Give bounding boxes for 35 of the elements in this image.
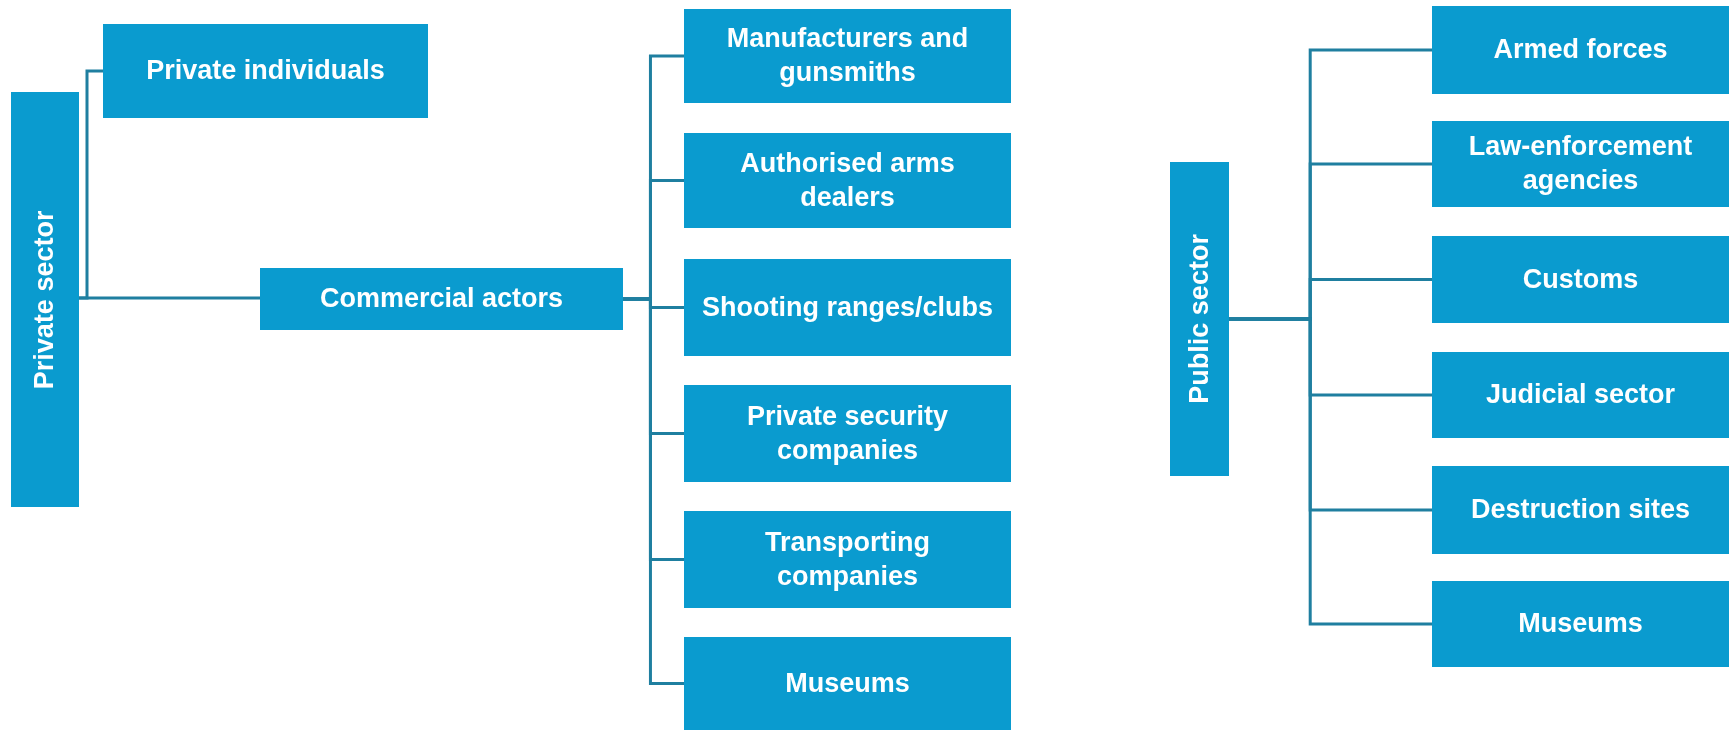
- connector-line: [79, 296, 260, 300]
- box-label: Judicial sector: [1485, 378, 1676, 412]
- box-label: Private sector: [28, 210, 61, 389]
- box-label: Public sector: [1182, 234, 1215, 404]
- box-label: Law-enforcement agencies: [1467, 130, 1694, 197]
- box-label: Private individuals: [146, 54, 385, 88]
- actor-box: [1432, 466, 1729, 554]
- actor-box: [684, 259, 1011, 356]
- actor-box: [684, 511, 1011, 608]
- actor-box: [684, 133, 1011, 228]
- actor-box: [1432, 236, 1729, 323]
- actor-box: [684, 9, 1011, 103]
- box-label: Commercial actors: [319, 282, 564, 316]
- box-label: Museums: [785, 666, 910, 700]
- actor-box: [684, 637, 1011, 730]
- box-label: Shooting ranges/clubs: [702, 290, 993, 324]
- actor-box: [103, 24, 428, 118]
- box-label: Transporting companies: [764, 525, 931, 593]
- connector-line: [1229, 317, 1432, 626]
- box-label: Manufacturers and gunsmiths: [725, 22, 970, 89]
- actor-box: [1432, 6, 1729, 94]
- box-label: Museums: [1518, 607, 1643, 641]
- sector-box: [11, 92, 79, 507]
- box-label: Authorised arms dealers: [739, 146, 956, 214]
- sector-box: [1170, 162, 1229, 476]
- box-label: Armed forces: [1493, 33, 1668, 67]
- actor-box: [684, 385, 1011, 482]
- actor-box: [1432, 581, 1729, 667]
- box-label: Destruction sites: [1470, 493, 1691, 527]
- category-box: [260, 268, 623, 330]
- box-label: Customs: [1522, 262, 1639, 296]
- actor-box: [1432, 352, 1729, 438]
- box-label: Private security companies: [745, 399, 950, 467]
- connector-line: [623, 297, 684, 685]
- actor-box: [1432, 121, 1729, 207]
